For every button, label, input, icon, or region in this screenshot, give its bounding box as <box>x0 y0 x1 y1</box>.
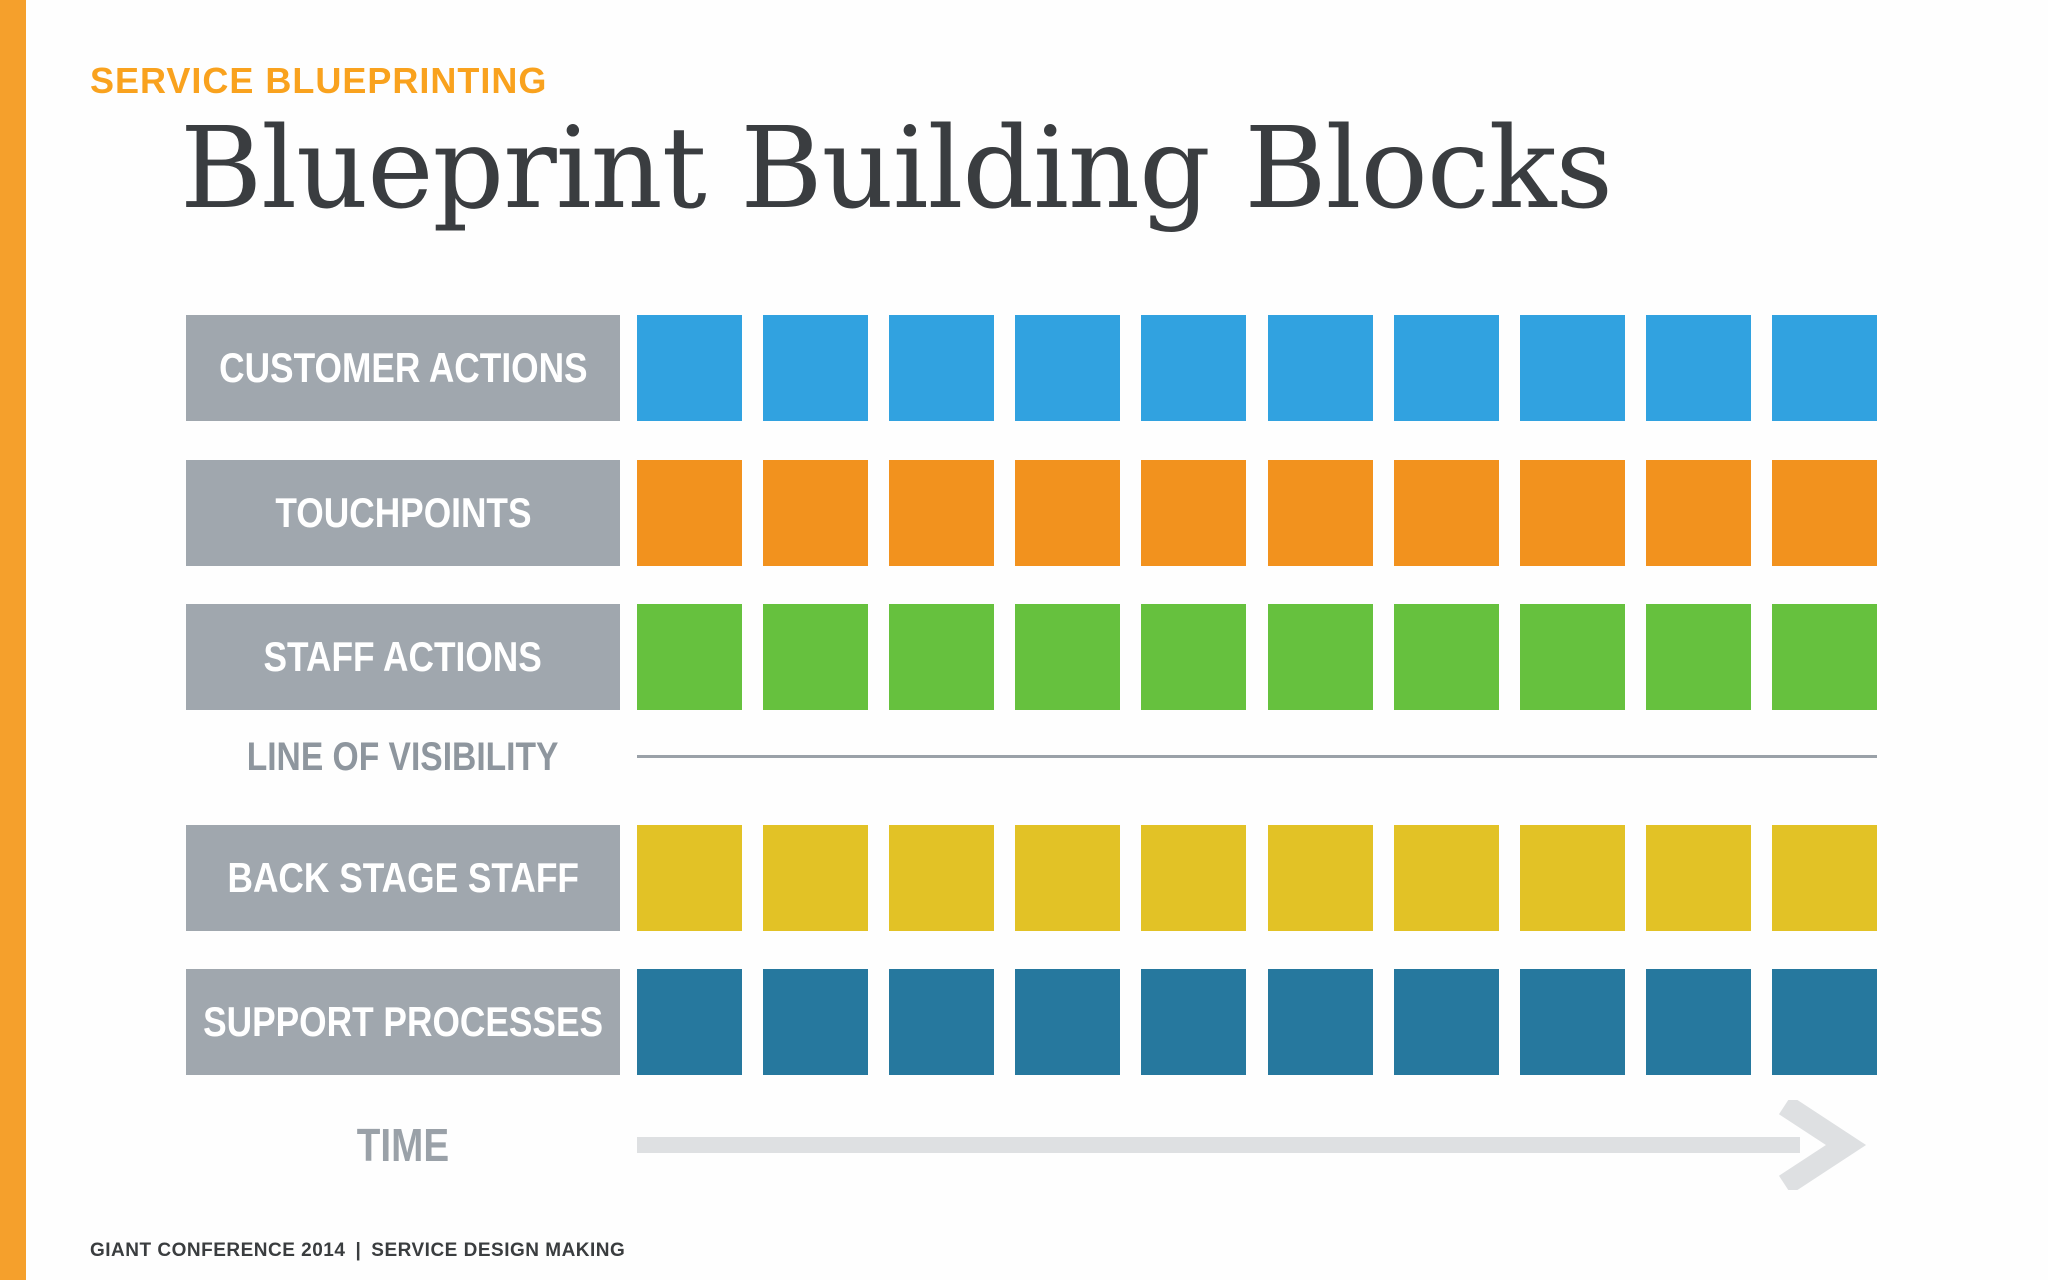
support-processes-block <box>889 969 995 1075</box>
row-support-processes: SUPPORT PROCESSES <box>186 969 1877 1075</box>
row-back-stage-staff: BACK STAGE STAFF <box>186 825 1877 931</box>
touchpoints-block <box>1645 460 1751 566</box>
row-label-text: CUSTOMER ACTIONS <box>218 344 588 391</box>
customer-actions-block <box>889 315 995 421</box>
touchpoints-block <box>1771 460 1877 566</box>
touchpoints-block <box>637 460 742 566</box>
staff-actions-block <box>1015 604 1121 710</box>
row-touchpoints: TOUCHPOINTS <box>186 460 1877 566</box>
touchpoints-block <box>889 460 995 566</box>
left-accent-bar <box>0 0 26 1280</box>
staff-actions-block <box>1771 604 1877 710</box>
row-customer-actions: CUSTOMER ACTIONS <box>186 315 1877 421</box>
time-row: TIME <box>186 1100 1877 1190</box>
time-label-text: TIME <box>356 1119 450 1171</box>
blocks-back-stage-staff <box>637 825 1877 931</box>
blocks-staff-actions <box>637 604 1877 710</box>
row-label-support-processes: SUPPORT PROCESSES <box>186 969 620 1075</box>
support-processes-block <box>763 969 869 1075</box>
staff-actions-block <box>889 604 995 710</box>
customer-actions-block <box>763 315 869 421</box>
touchpoints-block <box>1015 460 1121 566</box>
footer: GIANT CONFERENCE 2014 | SERVICE DESIGN MAK… <box>90 1240 625 1262</box>
footer-separator: | <box>355 1240 362 1261</box>
support-processes-block <box>1771 969 1877 1075</box>
time-arrow <box>637 1100 1867 1190</box>
footer-conference: GIANT CONFERENCE 2014 <box>90 1240 346 1261</box>
page-title: Blueprint Building Blocks <box>180 104 1613 234</box>
staff-actions-block <box>1141 604 1247 710</box>
back-stage-staff-block <box>889 825 995 931</box>
back-stage-staff-block <box>1519 825 1625 931</box>
back-stage-staff-block <box>1141 825 1247 931</box>
divider-label-text: LINE OF VISIBILITY <box>247 734 559 779</box>
support-processes-block <box>1519 969 1625 1075</box>
support-processes-block <box>1645 969 1751 1075</box>
row-label-back-stage-staff: BACK STAGE STAFF <box>186 825 620 931</box>
support-processes-block <box>1393 969 1499 1075</box>
footer-track: SERVICE DESIGN MAKING <box>371 1240 626 1261</box>
customer-actions-block <box>1141 315 1247 421</box>
customer-actions-block <box>1393 315 1499 421</box>
touchpoints-block <box>1267 460 1373 566</box>
time-label: TIME <box>186 1100 620 1190</box>
touchpoints-block <box>1141 460 1247 566</box>
customer-actions-block <box>1519 315 1625 421</box>
row-staff-actions: STAFF ACTIONS <box>186 604 1877 710</box>
support-processes-block <box>637 969 742 1075</box>
eyebrow-label: SERVICE BLUEPRINTING <box>90 60 548 101</box>
staff-actions-block <box>1393 604 1499 710</box>
blocks-support-processes <box>637 969 1877 1075</box>
row-label-customer-actions: CUSTOMER ACTIONS <box>186 315 620 421</box>
back-stage-staff-block <box>1645 825 1751 931</box>
touchpoints-block <box>1393 460 1499 566</box>
customer-actions-block <box>1645 315 1751 421</box>
row-label-text: STAFF ACTIONS <box>263 633 543 680</box>
support-processes-block <box>1015 969 1121 1075</box>
staff-actions-block <box>1645 604 1751 710</box>
customer-actions-block <box>1015 315 1121 421</box>
blocks-customer-actions <box>637 315 1877 421</box>
staff-actions-block <box>763 604 869 710</box>
staff-actions-block <box>637 604 742 710</box>
time-arrow-shaft <box>637 1137 1800 1153</box>
row-label-touchpoints: TOUCHPOINTS <box>186 460 620 566</box>
staff-actions-block <box>1519 604 1625 710</box>
back-stage-staff-block <box>1015 825 1121 931</box>
customer-actions-block <box>1267 315 1373 421</box>
back-stage-staff-block <box>1771 825 1877 931</box>
back-stage-staff-block <box>1267 825 1373 931</box>
support-processes-block <box>1267 969 1373 1075</box>
back-stage-staff-block <box>1393 825 1499 931</box>
customer-actions-block <box>637 315 742 421</box>
line-of-visibility-line <box>637 755 1877 758</box>
row-label-staff-actions: STAFF ACTIONS <box>186 604 620 710</box>
row-line-of-visibility: LINE OF VISIBILITY <box>186 705 1877 809</box>
back-stage-staff-block <box>763 825 869 931</box>
customer-actions-block <box>1771 315 1877 421</box>
touchpoints-block <box>763 460 869 566</box>
touchpoints-block <box>1519 460 1625 566</box>
blocks-touchpoints <box>637 460 1877 566</box>
time-arrow-head-icon <box>1778 1100 1867 1190</box>
divider-label-line-of-visibility: LINE OF VISIBILITY <box>186 705 620 809</box>
support-processes-block <box>1141 969 1247 1075</box>
staff-actions-block <box>1267 604 1373 710</box>
row-label-text: TOUCHPOINTS <box>274 489 532 536</box>
row-label-text: SUPPORT PROCESSES <box>203 998 603 1045</box>
back-stage-staff-block <box>637 825 742 931</box>
row-label-text: BACK STAGE STAFF <box>227 854 579 901</box>
